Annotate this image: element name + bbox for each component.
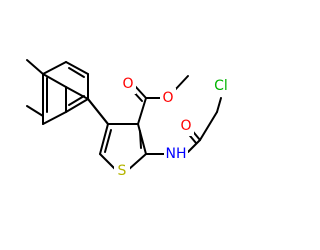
bond: [199, 111, 218, 141]
bond: [99, 123, 109, 155]
bond: [137, 97, 147, 125]
ester-oxygen-label: O: [162, 90, 173, 106]
bond: [216, 97, 222, 113]
bond: [139, 130, 142, 149]
bond: [68, 95, 85, 106]
bond: [187, 139, 201, 153]
ester-carbonyl-oxygen: O: [120, 76, 136, 94]
bond: [137, 123, 147, 155]
chlorine-atom: Cl: [210, 78, 232, 96]
ester-carbonyl-oxygen-label: O: [122, 76, 133, 92]
amide-oxygen-label: O: [180, 118, 191, 134]
bond: [99, 153, 117, 171]
bond: [87, 98, 109, 125]
amide-oxygen: O: [178, 118, 194, 136]
bond: [42, 73, 67, 88]
bond: [26, 59, 44, 75]
bond: [42, 61, 67, 75]
bond: [173, 75, 189, 92]
bond: [42, 111, 67, 125]
bond: [68, 67, 85, 78]
chlorine-label: Cl: [214, 78, 228, 94]
sulfur-label: S: [118, 163, 127, 179]
ester-oxygen: O: [160, 88, 176, 106]
bond: [26, 105, 44, 117]
amide-nh-label: NH: [166, 146, 187, 162]
bonds: [26, 59, 222, 171]
bond: [65, 98, 89, 113]
atom-labels: O O O Cl NH S: [114, 76, 232, 180]
amide-nitrogen: NH: [164, 146, 188, 164]
bond: [65, 61, 89, 75]
bond: [127, 153, 147, 171]
bond: [65, 86, 89, 100]
molecule-structure-diagram: O O O Cl NH S: [26, 59, 232, 180]
bond: [104, 129, 112, 153]
thiophene-sulfur: S: [114, 162, 130, 180]
bond: [134, 85, 147, 99]
